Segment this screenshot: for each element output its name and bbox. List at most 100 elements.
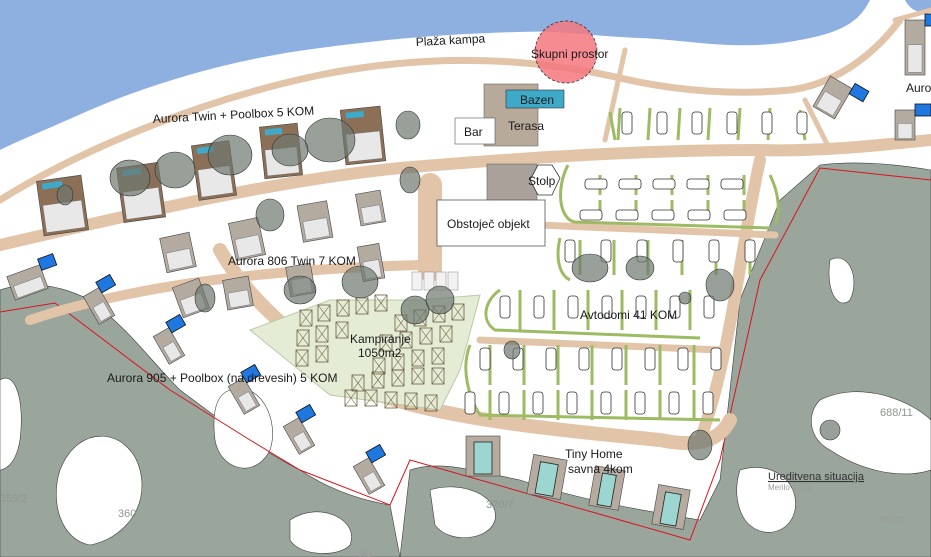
motorhome-body [744,239,756,263]
motorhome-body [652,178,676,190]
tent-cross [399,331,413,349]
tent-outline [295,349,309,367]
tiny-home [465,435,501,477]
motorhome [723,209,747,221]
motorhome [499,295,511,319]
motorhome [578,347,590,371]
tower-label: Stolp [528,174,556,188]
tent-outline [411,349,425,367]
tent-outline [431,367,445,385]
tent-cross [411,367,425,385]
motorhome [691,111,703,135]
motorhome [533,295,545,319]
poolbox [924,13,931,27]
tent-outline [451,303,465,321]
tent-cross [391,353,405,371]
motorhome [615,209,639,221]
tent-outline [439,325,453,343]
tent-cross [371,371,385,389]
bar-building [454,117,496,145]
parking [411,271,459,291]
tree-canopy [154,151,196,189]
tent-pitch [295,349,309,367]
tent-cross [451,303,465,321]
cabin [36,174,89,237]
tree-canopy [678,291,692,305]
tent-pitch [351,374,365,392]
cabin [296,200,334,243]
tent-pitch [431,347,445,365]
tree-canopy [283,275,317,305]
motorhome-body [634,391,646,415]
motorhome-body [644,347,656,371]
tiny-home [588,465,626,511]
tent-cross [431,347,445,365]
tent-pitch [299,309,313,327]
motorhome [564,239,576,263]
camping-label-1: Kampiranje [350,332,411,346]
poolbox [848,82,870,103]
cabin-interior [92,301,112,322]
beach-label: Plaža kampa [415,31,485,49]
cabin [6,253,58,301]
motorhome [702,391,714,415]
motorhome-body [702,391,714,415]
motorhome-body [703,295,715,319]
existing-building [436,199,546,247]
parcel-number: 688/11 [880,407,913,419]
parcel-number: 382 [358,550,372,557]
motorhome [635,295,647,319]
tree-canopy [341,265,379,299]
tent-outline [394,314,408,332]
motorhome [656,111,668,135]
tent-outline [424,394,438,412]
plan-scale: Merilo 1:500 [768,483,813,492]
tree-canopy [109,159,151,197]
motorhome [532,391,544,415]
hedge [768,174,780,226]
hedge [556,237,571,282]
tent-cross [364,389,378,407]
tent-cross [411,349,425,367]
cabin-interior [162,341,182,362]
motorhome-body [656,111,668,135]
motorhome-body [672,239,684,263]
tent-cross [344,389,358,407]
hedge-divider [736,107,742,141]
tent-outline [335,321,349,339]
tent-cross [404,392,418,410]
motorhome-body [668,391,680,415]
poolbox [41,180,63,190]
tent-cross [424,394,438,412]
tent-outline [336,299,350,317]
tent-cross [351,374,365,392]
motorhome-body [498,391,510,415]
tent-cross [315,345,329,363]
cabin [82,273,117,325]
tree-canopy [819,419,841,441]
tent-pitch [364,389,378,407]
tiny-home-glass [534,461,559,497]
cabin-interior [165,248,194,271]
tree-canopy [400,295,430,325]
tent-outline [296,329,310,347]
motorhome-body [687,209,711,221]
motorhome-body [618,178,642,190]
motorhome-body [708,239,720,263]
tent-cross [295,349,309,367]
motorhome [796,111,808,135]
tent-outline [379,334,393,352]
tent-outline [384,391,398,409]
forest-clearings [0,257,931,554]
pool [505,89,565,109]
tent-cross [374,294,388,312]
motorhome [744,239,756,263]
motorhome-body [635,295,647,319]
poolbox [295,403,317,424]
tent-pitch [315,325,329,343]
poolbox [95,273,117,294]
hedge-divider [646,107,652,141]
parcel-number: 688/12 [880,515,905,524]
hedge-divider [706,107,712,141]
